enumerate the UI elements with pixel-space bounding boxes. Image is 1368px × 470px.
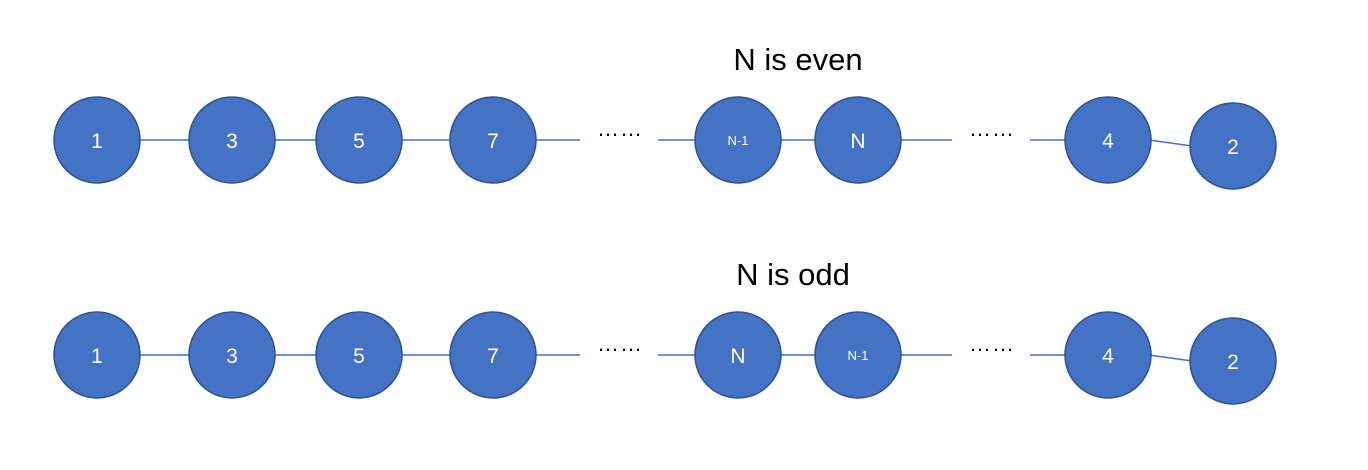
chain-node: 3 [188, 96, 276, 184]
node-label: 2 [1227, 351, 1239, 374]
node-label: 5 [353, 130, 365, 153]
chain-node: 5 [315, 311, 403, 399]
chain-node: 4 [1064, 96, 1152, 184]
title-n-is-odd: N is odd [736, 257, 850, 292]
node-circle [1189, 317, 1277, 405]
chain-node: 3 [188, 311, 276, 399]
node-circle [814, 311, 902, 399]
node-label: 5 [353, 345, 365, 368]
node-circle [53, 311, 141, 399]
node-circle [1189, 102, 1277, 190]
ellipsis-gap: …… [969, 331, 1015, 356]
chain-node: 2 [1189, 102, 1277, 190]
chain-node: 7 [449, 96, 537, 184]
node-circle [814, 96, 902, 184]
node-label: N-1 [848, 348, 869, 363]
node-label: N [730, 345, 745, 368]
ellipsis-gap: …… [597, 331, 643, 356]
chain-node: 2 [1189, 317, 1277, 405]
node-label: 4 [1102, 130, 1114, 153]
edge-line [1148, 139, 1193, 147]
row-even: N is even …… …… 1 3 5 7 N-1 N 4 2 [53, 42, 1277, 190]
edge-line [1148, 354, 1193, 362]
nodes: 1 3 5 7 N-1 N 4 2 [53, 96, 1277, 190]
chain-node: 5 [315, 96, 403, 184]
node-circle [315, 311, 403, 399]
node-label: 7 [487, 130, 499, 153]
node-label: 7 [487, 345, 499, 368]
node-circle [1064, 311, 1152, 399]
ellipsis-gap: …… [597, 116, 643, 141]
node-circle [53, 96, 141, 184]
node-circle [449, 96, 537, 184]
node-circle [694, 96, 782, 184]
chain-node: 4 [1064, 311, 1152, 399]
chain-node: 7 [449, 311, 537, 399]
node-circle [694, 311, 782, 399]
edges: …… …… [138, 116, 1193, 147]
node-label: 1 [91, 130, 103, 153]
node-label: 4 [1102, 345, 1114, 368]
node-label: 3 [226, 130, 238, 153]
node-circle [188, 96, 276, 184]
chain-node: N-1 [814, 311, 902, 399]
chain-node: 1 [53, 96, 141, 184]
node-label: N-1 [728, 133, 749, 148]
edges: …… …… [138, 331, 1193, 362]
node-label: 2 [1227, 136, 1239, 159]
node-label: 3 [226, 345, 238, 368]
node-circle [315, 96, 403, 184]
node-label: N [850, 130, 865, 153]
chain-node: 1 [53, 311, 141, 399]
ellipsis-gap: …… [969, 116, 1015, 141]
chain-node: N [814, 96, 902, 184]
node-circle [188, 311, 276, 399]
chain-node: N-1 [694, 96, 782, 184]
nodes: 1 3 5 7 N N-1 4 2 [53, 311, 1277, 405]
row-odd: N is odd …… …… 1 3 5 7 N N-1 4 2 [53, 257, 1277, 405]
node-label: 1 [91, 345, 103, 368]
title-n-is-even: N is even [733, 42, 862, 77]
node-circle [1064, 96, 1152, 184]
chain-node: N [694, 311, 782, 399]
node-circle [449, 311, 537, 399]
